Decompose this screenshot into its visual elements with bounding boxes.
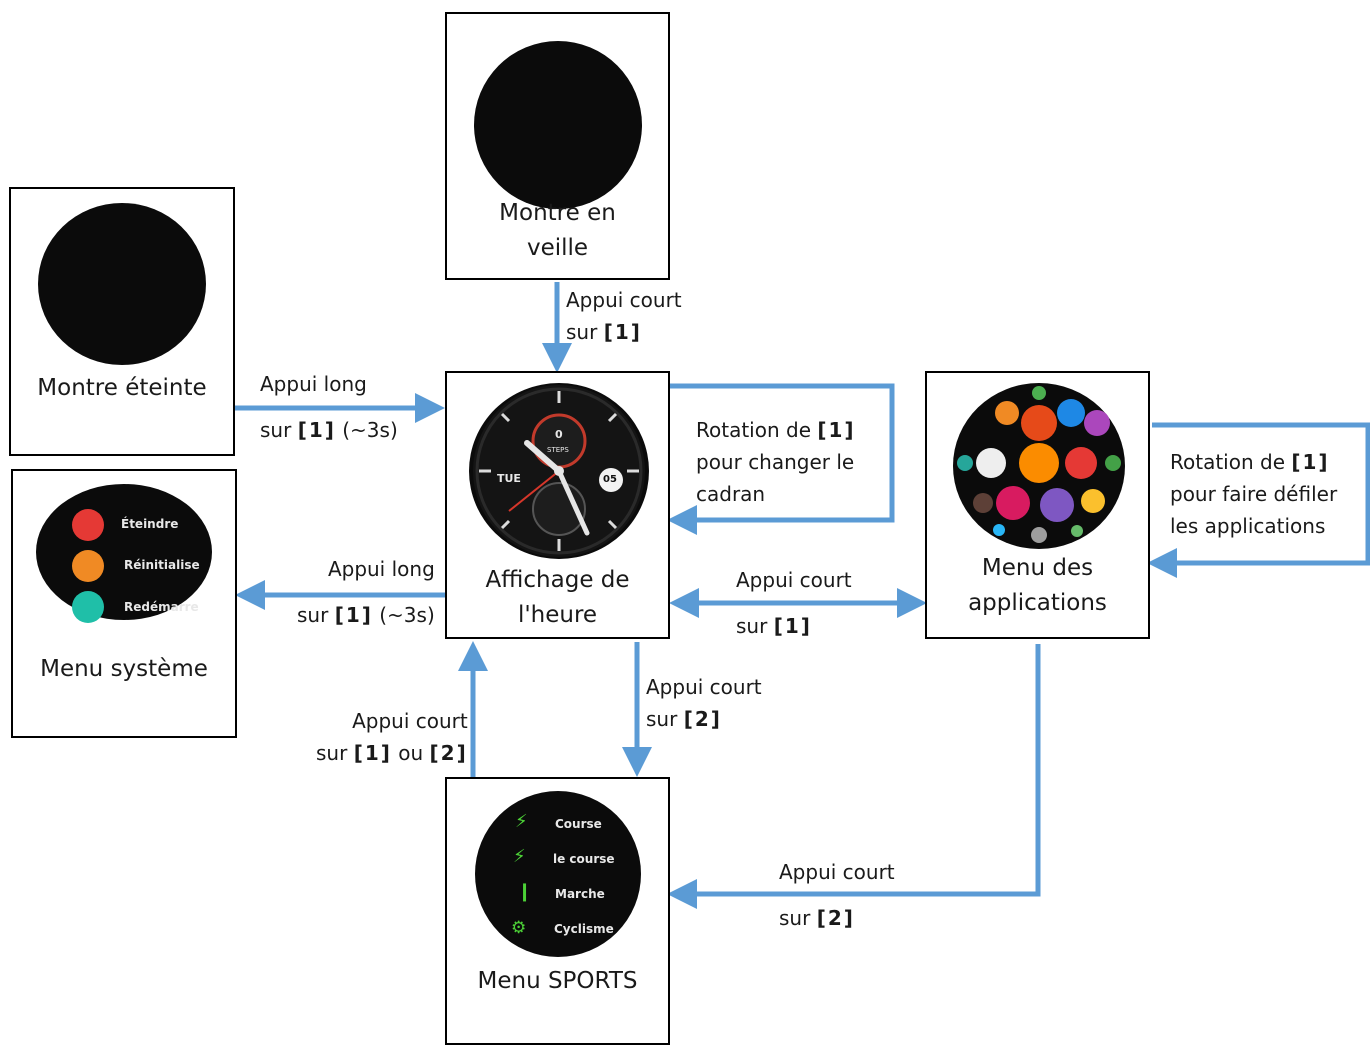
node-off: Montre éteinte — [9, 187, 235, 456]
power-icon — [72, 509, 104, 541]
treadmill-icon: ⚡ — [513, 846, 526, 867]
node-standby-label-1: Montre en — [499, 200, 616, 226]
clock-day: TUE — [497, 472, 521, 485]
watch-apps-grid — [953, 383, 1125, 549]
watch-analog-face: TUE 05 0 STEPS — [469, 383, 649, 559]
arrow-clock-rotation-loop — [667, 383, 895, 535]
analog-dial-icon — [473, 385, 645, 557]
node-apps-menu: Menu des applications — [925, 371, 1150, 639]
edge-label-clock-system: Appui long sur [1] (~3s) — [297, 557, 435, 627]
edge-label-clock-apps: Appui court sur [1] — [736, 568, 852, 638]
node-standby-label-2: veille — [526, 235, 589, 261]
watch-screen-off — [38, 203, 206, 365]
clock-steps-label: STEPS — [547, 446, 569, 454]
node-sports-label: Menu SPORTS — [477, 968, 638, 994]
edge-label-clock-sports: Appui court sur [2] — [646, 675, 762, 731]
clock-date: 05 — [603, 474, 617, 485]
node-clock-label-2: l'heure — [517, 602, 598, 628]
edge-label-apps-sports: Appui court sur [2] — [779, 860, 895, 930]
sports-item-2: Marche — [555, 887, 605, 901]
sports-item-1: le course — [553, 852, 615, 866]
edge-label-apps-rotation: Rotation de [1] pour faire défiler les a… — [1170, 450, 1338, 538]
edge-label-sports-clock: Appui court sur [1] ou [2] — [316, 709, 468, 765]
edge-label-standby-clock: Appui court sur [1] — [566, 288, 682, 344]
running-icon: ⚡ — [515, 811, 528, 832]
arrow-apps-to-sports — [667, 644, 1041, 909]
arrow-apps-rotation-loop — [1147, 422, 1370, 578]
clock-steps-value: 0 — [555, 428, 563, 441]
walking-icon: ❙ — [517, 881, 533, 902]
cycling-icon: ⚙ — [511, 918, 527, 938]
node-apps-label-1: Menu des — [981, 555, 1094, 581]
node-sports-menu: ⚡ ⚡ ❙ ⚙ Course le course Marche Cyclisme… — [445, 777, 670, 1045]
system-item-1: Réinitialise — [124, 558, 200, 572]
node-apps-label-2: applications — [968, 590, 1107, 616]
watch-screen-off — [474, 41, 642, 209]
node-clock-label-1: Affichage de — [485, 567, 630, 593]
node-standby: Montre en veille — [445, 12, 670, 280]
edge-label-clock-rotation: Rotation de [1] pour changer le cadran — [696, 418, 856, 506]
node-off-label: Montre éteinte — [37, 375, 207, 401]
watch-sports-screen — [475, 791, 641, 957]
restart-icon — [72, 591, 104, 623]
sports-item-0: Course — [555, 817, 602, 831]
sports-item-3: Cyclisme — [554, 922, 614, 936]
reset-icon — [72, 550, 104, 582]
edge-label-off-clock: Appui long sur [1] (~3s) — [260, 372, 398, 442]
watch-system-screen — [36, 484, 212, 620]
node-system-label: Menu système — [40, 656, 208, 682]
system-item-0: Éteindre — [121, 517, 179, 531]
node-system-menu: Éteindre Réinitialise Redémarre Menu sys… — [11, 469, 237, 738]
app-icons-grid — [957, 386, 1121, 543]
system-item-2: Redémarre — [124, 600, 199, 614]
node-clock: TUE 05 0 STEPS Affichage de l'heure — [445, 371, 670, 639]
